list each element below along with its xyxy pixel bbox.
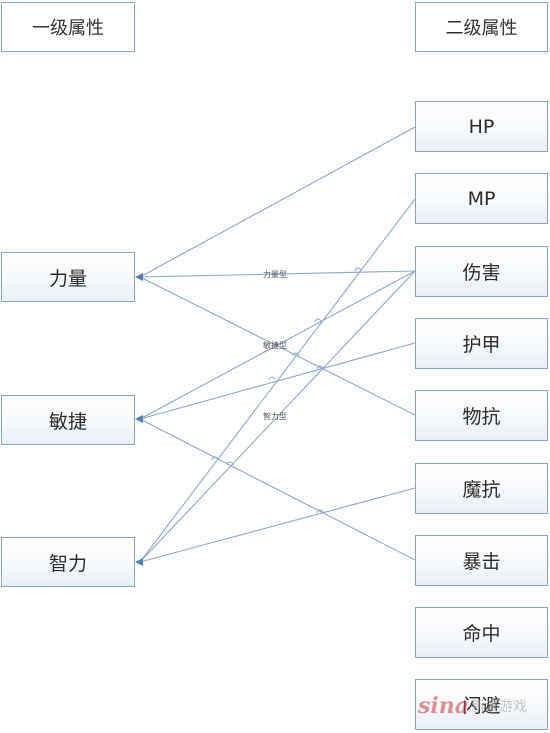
connector-8 — [139, 487, 416, 563]
sina-games-watermark: sina 新浪游戏 — [418, 688, 548, 724]
arrowhead-icon-1 — [135, 415, 143, 423]
node-dodge: 闪避 — [415, 679, 548, 730]
node-intelligence: 智力 — [1, 537, 135, 587]
connector-5 — [139, 418, 416, 561]
node-crit: 暴击 — [415, 535, 548, 586]
node-damage: 伤害 — [415, 246, 548, 297]
line-hop-3 — [292, 352, 300, 357]
connector-1 — [139, 270, 416, 278]
node-mp: MP — [415, 173, 548, 224]
sina-logo-icon: sina — [418, 693, 469, 719]
header-primary-attributes: 一级属性 — [1, 2, 135, 52]
node-strength: 力量 — [1, 252, 135, 302]
node-hp: HP — [415, 101, 548, 152]
connector-6 — [139, 198, 416, 563]
line-hop-5 — [211, 456, 219, 461]
line-hop-1 — [314, 318, 322, 323]
edge-label-2: 智力型 — [263, 411, 287, 421]
node-physical-resist: 物抗 — [415, 390, 548, 441]
arrowhead-icon-0 — [135, 273, 143, 281]
watermark-text: 新浪游戏 — [471, 699, 527, 715]
node-magic-resist: 魔抗 — [415, 463, 548, 514]
connector-0 — [139, 126, 416, 278]
arrowhead-icon-2 — [135, 558, 143, 566]
node-hit: 命中 — [415, 607, 548, 658]
line-hop-6 — [226, 461, 234, 466]
connector-3 — [139, 270, 416, 420]
connector-2 — [139, 276, 416, 416]
line-hop-7 — [316, 509, 324, 514]
node-agility: 敏捷 — [1, 395, 135, 445]
connector-7 — [139, 270, 416, 563]
line-hop-4 — [268, 376, 276, 381]
header-secondary-attributes: 二级属性 — [415, 2, 548, 52]
line-hop-2 — [316, 365, 324, 370]
edge-label-0: 力量型 — [263, 269, 287, 279]
node-armor: 护甲 — [415, 318, 548, 369]
line-hop-0 — [354, 267, 362, 272]
edge-label-1: 敏捷型 — [263, 340, 287, 350]
